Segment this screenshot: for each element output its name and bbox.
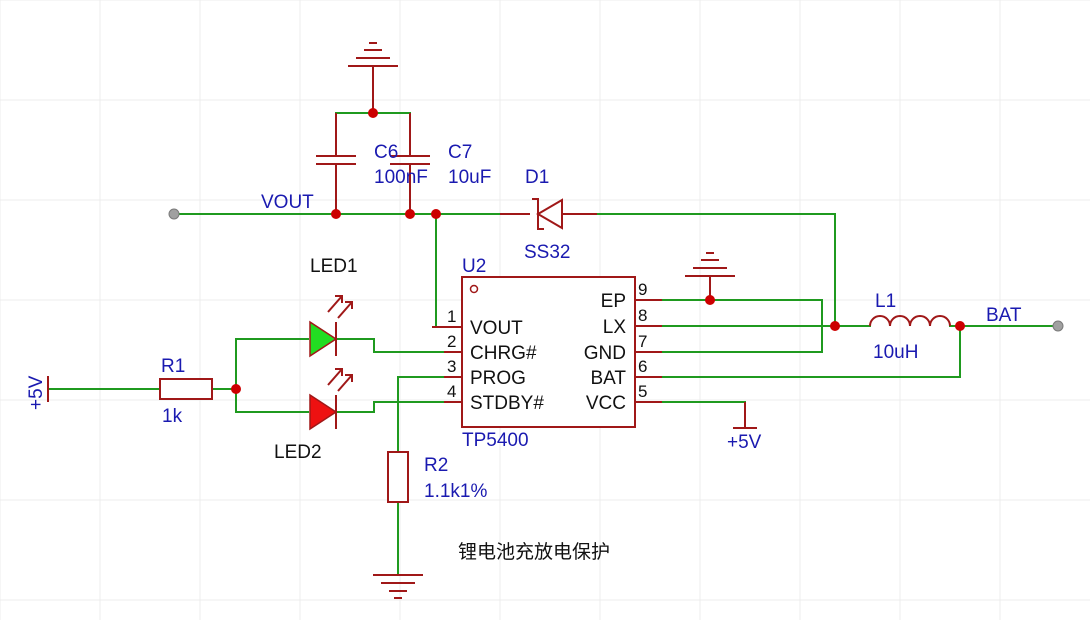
c6-ref: C6	[374, 142, 398, 163]
u2-ref: U2	[462, 256, 486, 277]
junction-vout-pin1	[431, 209, 441, 219]
diagram-caption: 锂电池充放电保护	[458, 541, 610, 563]
capacitor-c7[interactable]	[390, 113, 430, 214]
led2-ref: LED2	[274, 442, 322, 463]
c7-ref: C7	[448, 142, 472, 163]
resistor-r2[interactable]	[387, 451, 409, 503]
led1-ref: LED1	[310, 256, 358, 277]
wire-ep	[654, 299, 823, 327]
wire-led2-stdby	[335, 401, 453, 413]
labels: VOUT BAT C6 100nF C7 10uF D1 SS32 U2 TP5…	[26, 142, 1022, 563]
d1-value: SS32	[524, 242, 570, 263]
junctions	[231, 108, 965, 394]
junction-ep	[705, 295, 715, 305]
u2-pin3-name: PROG	[470, 368, 526, 389]
wire-led2-branch	[235, 388, 309, 413]
led1-light-arrows	[327, 295, 353, 319]
u2-pin6-name: BAT	[590, 368, 626, 389]
u2-pin7-num: 7	[638, 332, 647, 351]
wire-bat-pin6	[654, 325, 961, 378]
ground-symbol-caps	[348, 42, 398, 113]
capacitor-c6[interactable]	[316, 113, 356, 214]
junction-r1-leds	[231, 384, 241, 394]
u2-pin2-name: CHRG#	[470, 343, 537, 364]
u2-pin6-num: 6	[638, 357, 647, 376]
r1-value: 1k	[162, 406, 183, 427]
r1-ref: R1	[161, 356, 185, 377]
r2-value: 1.1k1%	[424, 481, 487, 502]
u2-pin5-name: VCC	[586, 393, 626, 414]
c7-value: 10uF	[448, 167, 491, 188]
wire-led1-branch	[235, 338, 309, 390]
wire-prog-r2	[397, 376, 453, 453]
led2[interactable]	[309, 368, 353, 431]
wire-led1-chrg	[335, 338, 453, 353]
ground-symbol-r2	[373, 574, 423, 599]
u2-value: TP5400	[462, 430, 529, 451]
d1-ref: D1	[525, 167, 549, 188]
led2-body	[309, 393, 338, 431]
junction-c6	[331, 209, 341, 219]
u2-pin7-name: GND	[584, 343, 626, 364]
u2-pin1-num: 1	[447, 307, 456, 326]
u2-pin4-name: STDBY#	[470, 393, 544, 414]
r2-ref: R2	[424, 455, 448, 476]
junction-lx	[830, 321, 840, 331]
diode-d1[interactable]	[500, 198, 597, 230]
led1-body	[309, 320, 338, 358]
u2-pin3-num: 3	[447, 357, 456, 376]
u2-pin8-name: LX	[603, 317, 627, 338]
ic-u2[interactable]	[432, 276, 662, 428]
junction-caps-top	[368, 108, 378, 118]
terminal-vout[interactable]	[168, 208, 180, 220]
l1-value: 10uH	[873, 342, 918, 363]
wire-d1-cathode	[596, 213, 836, 327]
u2-pin1-name: VOUT	[470, 318, 523, 339]
power-flag-5v-right	[733, 402, 757, 429]
terminal-bat[interactable]	[1052, 320, 1064, 332]
ground-symbol-ep	[685, 252, 735, 300]
junction-c7	[405, 209, 415, 219]
u2-pin9-name: EP	[601, 291, 626, 312]
resistor-r1[interactable]	[159, 378, 213, 400]
u2-pin8-num: 8	[638, 306, 647, 325]
led2-light-arrows	[327, 368, 353, 392]
led1[interactable]	[309, 295, 353, 358]
net-label-bat: BAT	[986, 305, 1022, 326]
power-label-5v-right: +5V	[727, 432, 762, 453]
u2-pin9-num: 9	[638, 280, 647, 299]
u2-pin2-num: 2	[447, 332, 456, 351]
u2-pin4-num: 4	[447, 382, 456, 401]
power-label-5v-left: +5V	[26, 375, 47, 410]
wire-gnd-pin7	[654, 325, 823, 353]
inductor-l1[interactable]	[869, 315, 951, 327]
l1-ref: L1	[875, 291, 896, 312]
u2-pin5-num: 5	[638, 382, 647, 401]
junction-bat	[955, 321, 965, 331]
net-label-vout: VOUT	[261, 192, 314, 213]
c6-value: 100nF	[374, 167, 428, 188]
